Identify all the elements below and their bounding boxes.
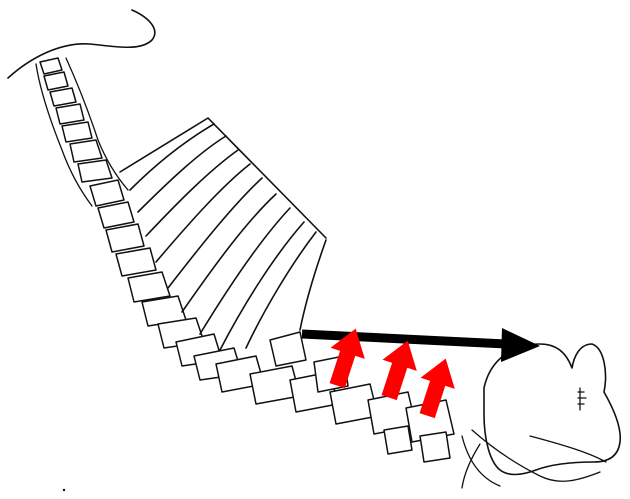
- stray-dot: [63, 489, 65, 491]
- sacrum-mark: [578, 388, 586, 410]
- vertebra: [420, 432, 450, 462]
- rib: [138, 136, 226, 212]
- vertebra: [116, 248, 156, 276]
- pelvis: [462, 344, 620, 488]
- tail-line: [462, 444, 480, 488]
- vertebra: [78, 160, 112, 182]
- vertebra: [62, 122, 92, 142]
- vertebra: [40, 58, 62, 74]
- vertebra: [44, 72, 68, 90]
- rib: [300, 240, 326, 330]
- vertebra: [128, 272, 170, 302]
- vertebra: [98, 202, 134, 228]
- horizontal-arrow-head: [501, 328, 540, 362]
- pelvis-inner: [530, 436, 606, 462]
- vertebra: [70, 140, 102, 162]
- vertebra: [270, 332, 306, 366]
- vertebra: [384, 426, 412, 454]
- horizontal-arrow-shaft: [302, 334, 506, 344]
- vertebra: [106, 224, 144, 252]
- head-outline: [8, 10, 155, 78]
- pelvis-inner: [462, 436, 500, 486]
- vertebra: [56, 104, 84, 124]
- upward-arrow: [372, 335, 425, 403]
- vertebra: [50, 88, 76, 106]
- lumbar-vertebrae: [216, 332, 454, 462]
- vertebra: [90, 180, 124, 206]
